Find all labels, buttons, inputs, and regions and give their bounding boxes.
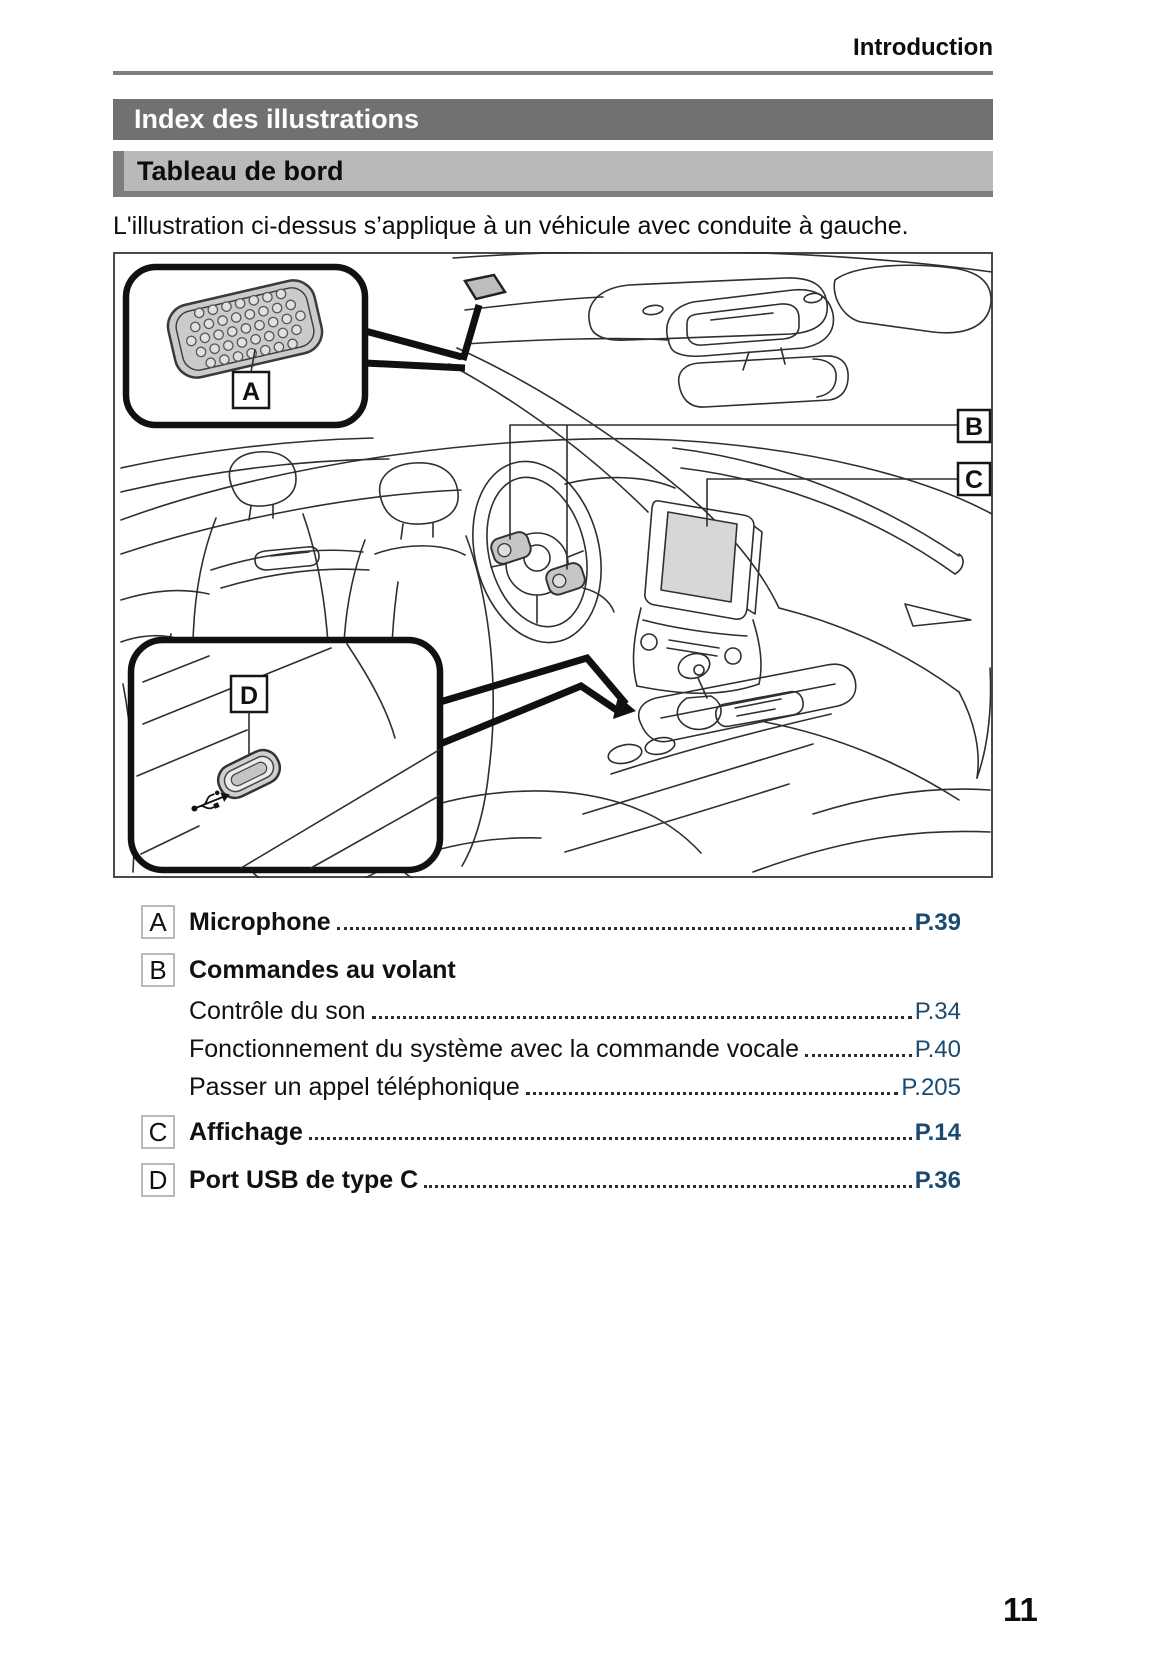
- leader-line-b: [509, 424, 959, 570]
- dot-leader: [805, 1053, 912, 1057]
- index-entry: Passer un appel téléphonique P.205: [189, 1073, 961, 1102]
- display-screen: [660, 511, 738, 603]
- header-rule: [113, 71, 993, 75]
- pointer-a: [364, 273, 508, 372]
- intro-paragraph: L'illustration ci-dessus s’applique à un…: [113, 212, 909, 240]
- page-reference-link[interactable]: P.14: [914, 1118, 961, 1146]
- callout-b: B: [509, 408, 992, 570]
- mic-grille-dots: [185, 288, 306, 369]
- index-entry: Contrôle du son P.34: [189, 997, 961, 1026]
- microphone-grille-icon: [166, 279, 324, 379]
- display-bezel: [644, 499, 755, 620]
- index-row: D Port USB de type C P.36: [113, 1162, 993, 1198]
- usb-trident-icon: [191, 790, 230, 812]
- inset-d-usb: D: [127, 636, 444, 874]
- callout-d-letter: D: [240, 682, 258, 710]
- index-entry: Port USB de type C P.36: [189, 1166, 961, 1195]
- dot-leader: [336, 926, 912, 930]
- index-subrow: Fonctionnement du système avec la comman…: [113, 1034, 993, 1064]
- callout-a-box: [231, 370, 271, 410]
- callout-letter-box: B: [141, 953, 175, 987]
- index-label: Port USB de type C: [189, 1165, 419, 1194]
- index-label: Fonctionnement du système avec la comman…: [189, 1034, 800, 1063]
- index-entry: Microphone P.39: [189, 908, 961, 937]
- index-subrow: Contrôle du son P.34: [113, 996, 993, 1026]
- callout-d-box: [229, 674, 269, 714]
- pointer-d-arrowhead: [613, 696, 636, 719]
- index-row: A Microphone P.39: [113, 904, 993, 940]
- headliner-mic-cover: [463, 273, 508, 301]
- steering-voice-controls: [545, 562, 586, 596]
- page-number: 11: [1003, 1591, 1038, 1628]
- callout-letter-box: A: [141, 905, 175, 939]
- dot-leader: [525, 1091, 899, 1095]
- dot-leader: [308, 1136, 912, 1140]
- page-reference-link[interactable]: P.39: [914, 908, 961, 936]
- section-title-bar: Tableau de bord: [113, 151, 993, 197]
- index-row: B Commandes au volant: [113, 952, 993, 988]
- index-entry: Affichage P.14: [189, 1118, 961, 1147]
- pointer-d: [438, 653, 636, 748]
- page-reference-link[interactable]: P.34: [914, 997, 961, 1025]
- callout-letter-box: D: [141, 1163, 175, 1197]
- leader-line-c: [706, 478, 959, 527]
- section-header: Introduction: [853, 34, 993, 61]
- callout-letter-box: C: [141, 1115, 175, 1149]
- section-title-text: Tableau de bord: [124, 151, 993, 191]
- callout-c-letter: C: [965, 466, 983, 494]
- dot-leader: [371, 1015, 912, 1019]
- callout-b-box: [956, 408, 992, 444]
- page-reference-link[interactable]: P.36: [914, 1166, 961, 1194]
- index-label: Affichage: [189, 1117, 303, 1146]
- callout-b-letter: B: [965, 413, 983, 441]
- page-reference-link[interactable]: P.205: [901, 1073, 961, 1101]
- steering-audio-controls: [490, 531, 532, 565]
- callout-c: C: [706, 461, 992, 527]
- index-label: Microphone: [189, 907, 331, 936]
- index-label: Contrôle du son: [189, 996, 366, 1025]
- page-reference-link[interactable]: P.40: [914, 1035, 961, 1063]
- dashboard-illustration: B C A D: [113, 250, 993, 879]
- index-label: Passer un appel téléphonique: [189, 1072, 520, 1101]
- callout-a-letter: A: [242, 378, 260, 406]
- dot-leader: [424, 1184, 912, 1188]
- index-row: C Affichage P.14: [113, 1114, 993, 1150]
- index-entry: Fonctionnement du système avec la comman…: [189, 1035, 961, 1064]
- index-label: Commandes au volant: [189, 955, 456, 984]
- callout-c-box: [956, 461, 992, 497]
- index-entry: Commandes au volant: [189, 956, 961, 985]
- inset-a-microphone: A: [122, 263, 369, 429]
- chapter-title-bar: Index des illustrations: [113, 99, 993, 140]
- index-subrow: Passer un appel téléphonique P.205: [113, 1072, 993, 1102]
- usb-c-port-icon: [216, 748, 282, 800]
